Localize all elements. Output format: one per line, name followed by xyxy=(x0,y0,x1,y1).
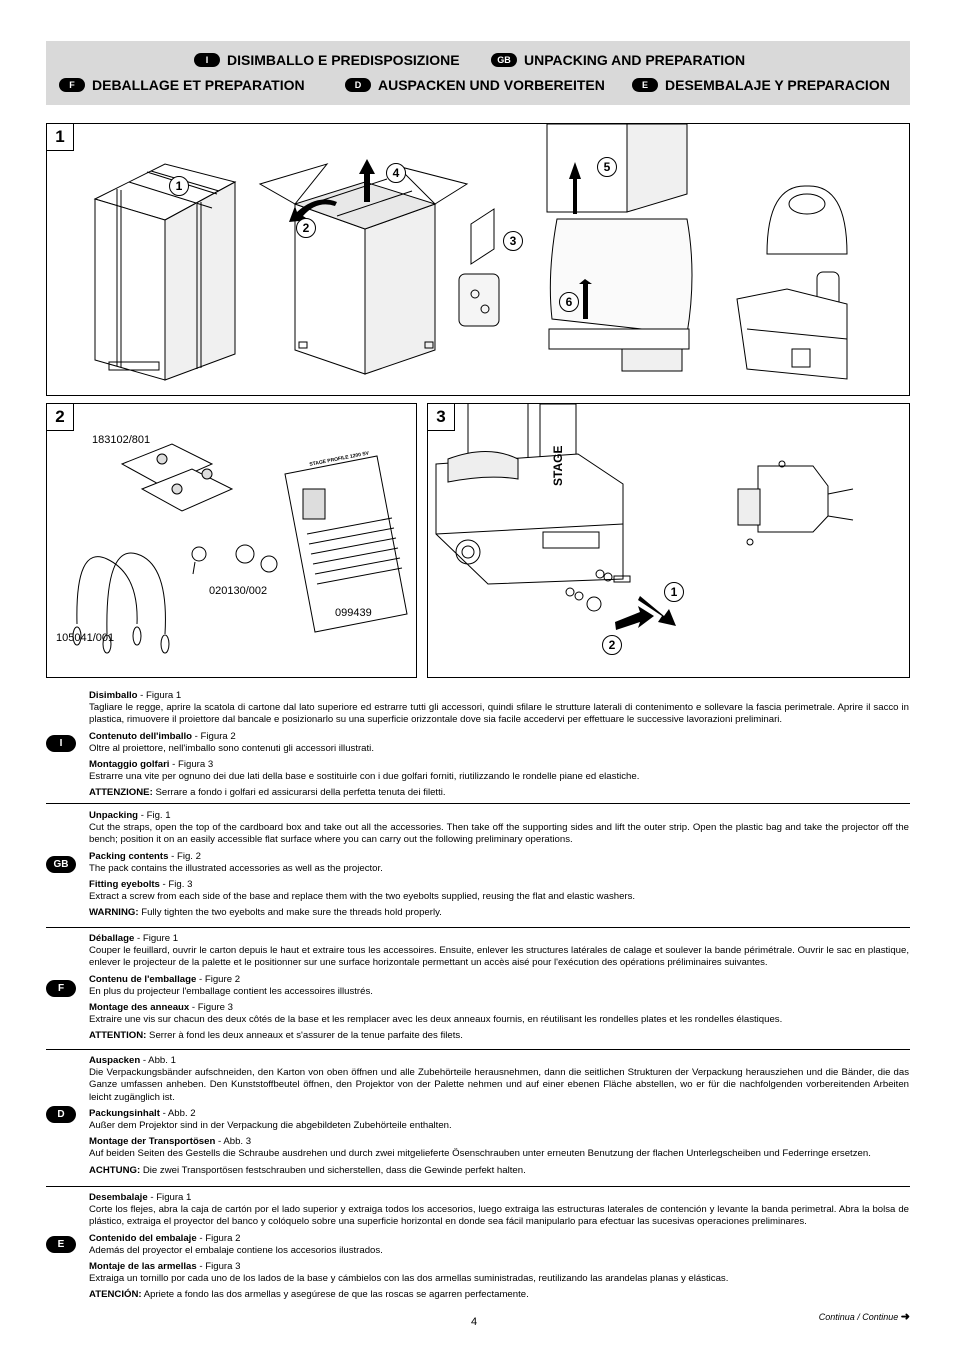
page-number: 4 xyxy=(471,1316,478,1328)
figure-3-illustration xyxy=(435,404,854,630)
warning-paragraph: ACHTUNG: Die zwei Transportösen festschr… xyxy=(89,1164,526,1176)
part-code-cables: 105041/001 xyxy=(56,632,115,644)
callout-1-5: 5 xyxy=(597,157,617,177)
figure-3: 3 STAGE 1 2 xyxy=(427,403,910,678)
figure-3-number: 3 xyxy=(428,404,455,431)
part-code-eyebolts: 020130/002 xyxy=(209,585,268,597)
header-title-es: DESEMBALAJE Y PREPARACION xyxy=(665,77,890,93)
header-de: D AUSPACKEN UND VORBEREITEN xyxy=(345,77,605,93)
section-badge-fr: F xyxy=(46,980,76,997)
section-divider xyxy=(46,1049,910,1050)
header-title-de: AUSPACKEN UND VORBEREITEN xyxy=(378,77,605,93)
header-title-fr: DEBALLAGE ET PREPARATION xyxy=(92,77,305,93)
callout-1-4: 4 xyxy=(386,163,406,183)
lang-badge-de: D xyxy=(345,78,371,92)
figure-2: 2 183102/801 020130/002 099439 105041/00… xyxy=(46,403,417,678)
part-code-brackets: 183102/801 xyxy=(92,434,151,446)
warning-paragraph: ATTENTION: Serrer à fond les deux anneau… xyxy=(89,1030,463,1042)
callout-1-3: 3 xyxy=(503,231,523,251)
header-title-gb: UNPACKING AND PREPARATION xyxy=(524,52,746,68)
lang-badge-gb: GB xyxy=(491,53,517,67)
figure-2-illustration xyxy=(72,443,408,654)
figure-1-number: 1 xyxy=(47,124,74,151)
section-badge-es: E xyxy=(46,1236,76,1253)
figure-2-number: 2 xyxy=(47,404,74,431)
continue-note: Continua / Continue ➜ xyxy=(819,1310,910,1323)
figure-1-illustration xyxy=(93,124,848,381)
callout-1-2: 2 xyxy=(296,218,316,238)
section-badge-it: I xyxy=(46,735,76,752)
warning-paragraph: WARNING: Fully tighten the two eyebolts … xyxy=(89,907,442,919)
section-divider xyxy=(46,803,910,804)
figure-1: 1 1 2 3 4 5 6 xyxy=(46,123,910,396)
lang-badge-it: I xyxy=(194,53,220,67)
section-badge-gb: GB xyxy=(46,856,76,873)
lang-badge-fr: F xyxy=(59,78,85,92)
arrow-right-icon: ➜ xyxy=(900,1311,910,1323)
header-gb: GB UNPACKING AND PREPARATION xyxy=(491,52,745,68)
header-it: I DISIMBALLO E PREDISPOSIZIONE xyxy=(194,52,460,68)
header-es: E DESEMBALAJE Y PREPARACION xyxy=(632,77,890,93)
section-divider xyxy=(46,1186,910,1187)
header-fr: F DEBALLAGE ET PREPARATION xyxy=(59,77,305,93)
header-banner xyxy=(46,41,910,105)
callout-3-2: 2 xyxy=(602,635,622,655)
warning-paragraph: ATENCIÓN: Apriete a fondo las dos armell… xyxy=(89,1289,529,1301)
callout-1-6: 6 xyxy=(559,292,579,312)
header-title-it: DISIMBALLO E PREDISPOSIZIONE xyxy=(227,52,460,68)
callout-3-1: 1 xyxy=(664,582,684,602)
section-badge-de: D xyxy=(46,1106,76,1123)
projector-brand-label: STAGE xyxy=(551,445,565,486)
section-divider xyxy=(46,927,910,928)
callout-1-1: 1 xyxy=(169,176,189,196)
part-code-manual: 099439 xyxy=(335,607,372,619)
continue-text: Continua / Continue xyxy=(818,1312,899,1322)
warning-paragraph: ATTENZIONE: Serrare a fondo i golfari ed… xyxy=(89,787,446,799)
lang-badge-es: E xyxy=(632,78,658,92)
